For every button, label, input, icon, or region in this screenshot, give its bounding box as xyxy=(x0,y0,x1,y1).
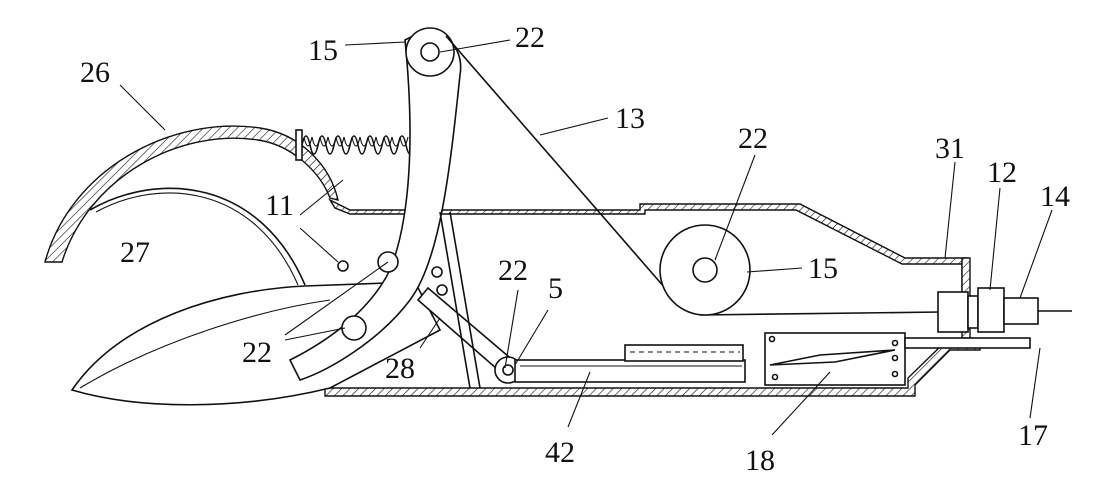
fitting-12-c xyxy=(977,287,1005,333)
label-13: 13 xyxy=(615,102,645,135)
support-strut xyxy=(439,211,471,389)
inner-blade-edge-2 xyxy=(95,192,299,286)
label-5: 5 xyxy=(548,272,563,305)
pivot-hole-small xyxy=(337,260,349,272)
label-22-wheel: 22 xyxy=(738,122,768,155)
label-42: 42 xyxy=(545,436,575,469)
pivot-5-inner xyxy=(502,364,514,376)
housing-bottom-wall xyxy=(324,342,981,397)
rod-17 xyxy=(904,337,1031,349)
leader-lines xyxy=(119,39,1053,436)
link-hole-2 xyxy=(436,284,448,296)
spring xyxy=(295,129,415,161)
label-31: 31 xyxy=(935,132,965,165)
label-17: 17 xyxy=(1018,419,1048,452)
label-11: 11 xyxy=(265,189,294,222)
label-18: 18 xyxy=(745,444,775,477)
cable-lower xyxy=(699,311,941,316)
wheel-axle-22 xyxy=(692,257,718,283)
support-strut-2 xyxy=(449,211,481,389)
inner-blade-edge xyxy=(89,187,306,286)
label-15-top: 15 xyxy=(308,34,338,67)
block-upper xyxy=(624,344,744,362)
cable-13 xyxy=(445,35,666,289)
lever-arm xyxy=(288,32,462,381)
label-15-wheel: 15 xyxy=(808,252,838,285)
label-26: 26 xyxy=(80,56,110,89)
lower-jaw-edge xyxy=(79,299,331,389)
pivot-hole-lower xyxy=(341,315,367,341)
link-hole-1 xyxy=(431,266,443,278)
fitting-12-a xyxy=(937,291,969,333)
box-18 xyxy=(764,332,906,386)
label-28: 28 xyxy=(385,352,415,385)
label-27: 27 xyxy=(120,236,150,269)
label-14: 14 xyxy=(1040,180,1070,213)
label-22-top: 22 xyxy=(515,21,545,54)
top-pivot-22 xyxy=(420,42,440,62)
labels: 26 15 22 13 22 31 12 14 11 27 22 5 15 22… xyxy=(80,21,1070,477)
label-22-left: 22 xyxy=(242,336,272,369)
rod-42 xyxy=(514,359,746,383)
cutter-blade-26 xyxy=(44,125,339,263)
blade-inner xyxy=(769,349,896,366)
fitting-12-b xyxy=(967,295,979,329)
fitting-14 xyxy=(1003,297,1039,325)
label-22-mid: 22 xyxy=(498,254,528,287)
label-12: 12 xyxy=(987,156,1017,189)
